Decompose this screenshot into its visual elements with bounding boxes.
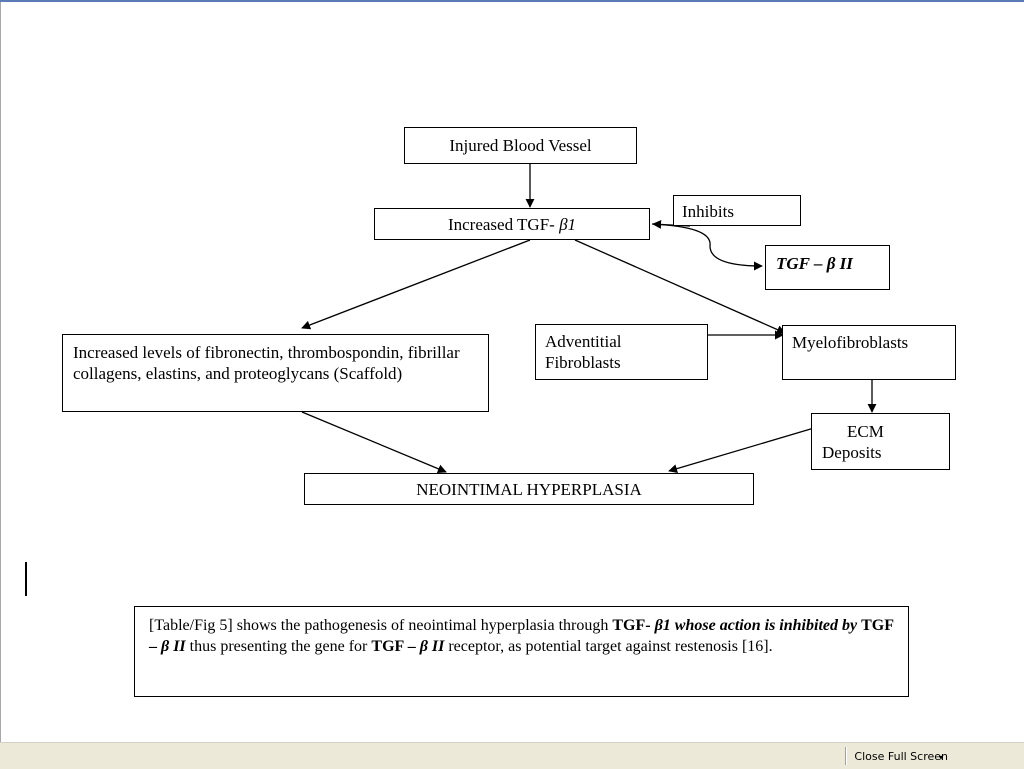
caption-bold-3: TGF –	[371, 638, 420, 655]
tgf-ii-box: TGF – β II	[765, 245, 890, 290]
adventitial-label-line2: Fibroblasts	[545, 353, 621, 372]
status-bar: Close Full Screen ▾	[0, 742, 1024, 769]
injured-blood-vessel-label: Injured Blood Vessel	[449, 136, 592, 155]
chevron-down-icon[interactable]: ▾	[939, 753, 944, 762]
close-full-screen-label: Close Full Screen	[854, 749, 948, 763]
arrow-tgf-to-increased-levels	[301, 239, 531, 330]
increased-levels-label: Increased levels of fibronectin, thrombo…	[73, 343, 460, 383]
increased-levels-box: Increased levels of fibronectin, thrombo…	[62, 334, 489, 412]
inhibits-box: Inhibits	[673, 195, 801, 226]
arrow-increased-levels-to-neointimal	[301, 411, 447, 474]
figure-caption: [Table/Fig 5] shows the pathogenesis of …	[134, 606, 909, 697]
caption-text-4: receptor, as potential target against re…	[444, 638, 773, 655]
caption-text-3: thus presenting the gene for	[185, 638, 372, 655]
arrow-ecm-to-neointimal	[668, 427, 815, 474]
neointimal-hyperplasia-box: NEOINTIMAL HYPERPLASIA	[304, 473, 754, 505]
arrow-tgf-to-myelofibroblasts	[574, 239, 786, 334]
window-left-border	[0, 2, 1, 742]
caption-text-1: [Table/Fig 5] shows the pathogenesis of …	[149, 617, 613, 634]
ecm-label-line2: Deposits	[822, 443, 882, 462]
injured-blood-vessel-box: Injured Blood Vessel	[404, 127, 637, 164]
text-cursor	[25, 562, 27, 596]
inhibits-label: Inhibits	[682, 202, 734, 221]
myelofibroblasts-label: Myelofibroblasts	[792, 333, 909, 352]
adventitial-fibroblasts-box: Adventitial Fibroblasts	[535, 324, 708, 380]
caption-bold-2: TGF –	[149, 617, 895, 655]
caption-bold-1: TGF-	[612, 617, 655, 634]
arrow-inhibits-tgf-ii	[651, 223, 763, 271]
window-top-border	[0, 0, 1024, 2]
caption-bold-italic-1: β1 whose action is inhibited by	[654, 617, 858, 634]
caption-bold-italic-3: β II	[419, 638, 445, 655]
adventitial-label-line1: Adventitial	[545, 332, 622, 351]
ecm-deposits-box: ECM Deposits	[811, 413, 950, 470]
increased-tgf-label: Increased TGF- β1	[447, 214, 577, 234]
ecm-label-line1: ECM	[847, 422, 884, 441]
increased-tgf-box: Increased TGF- β1	[374, 208, 650, 240]
close-full-screen-button[interactable]: Close Full Screen	[854, 743, 948, 769]
tgf-ii-label: TGF – β II	[776, 254, 853, 273]
diagram-connectors	[301, 163, 877, 474]
status-bar-separator	[845, 747, 847, 765]
myelofibroblasts-box: Myelofibroblasts	[782, 325, 956, 380]
neointimal-hyperplasia-label: NEOINTIMAL HYPERPLASIA	[416, 479, 642, 499]
caption-bold-italic-2: β II	[161, 638, 186, 655]
